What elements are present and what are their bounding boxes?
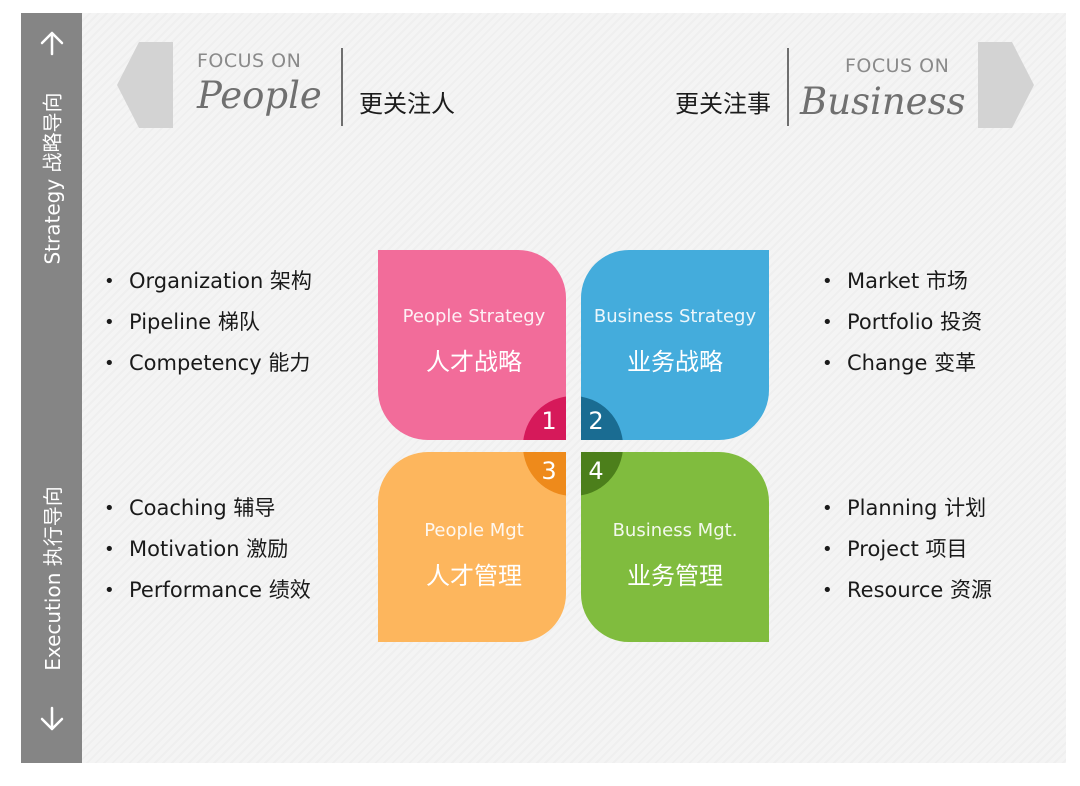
list-item: Portfolio 投资: [822, 302, 982, 343]
arrow-up-icon: [40, 31, 64, 56]
focus-people-cn: 更关注人: [359, 90, 455, 118]
focus-business: Business: [800, 80, 966, 123]
focus-on-right: FOCUS ON: [845, 55, 950, 77]
list-item: Coaching 辅导: [104, 488, 311, 529]
quadrant-3-cn: 人才管理: [426, 562, 522, 590]
list-top-left: Organization 架构 Pipeline 梯队 Competency 能…: [104, 261, 312, 384]
list-item: Pipeline 梯队: [104, 302, 312, 343]
list-item: Organization 架构: [104, 261, 312, 302]
quadrant-3-en: People Mgt: [424, 520, 524, 541]
quadrant-3-number: 3: [541, 457, 557, 485]
chevron-right-icon: [978, 42, 1034, 128]
chevron-left-icon: [117, 42, 173, 128]
list-top-right: Market 市场 Portfolio 投资 Change 变革: [822, 261, 982, 384]
list-item: Planning 计划: [822, 488, 992, 529]
quadrant-4-cn: 业务管理: [627, 562, 723, 590]
list-item: Change 变革: [822, 343, 982, 384]
focus-business-cn: 更关注事: [675, 90, 771, 118]
quadrant-4-number: 4: [588, 457, 604, 485]
quadrant-1-cn: 人才战略: [426, 348, 522, 376]
petal-people-strategy: [378, 250, 566, 440]
quadrant-2-number: 2: [588, 407, 604, 435]
focus-people: People: [197, 74, 322, 117]
divider-right: [787, 48, 789, 126]
divider-left: [341, 48, 343, 126]
quadrant-2-cn: 业务战略: [627, 348, 723, 376]
petal-business-strategy: [581, 250, 769, 440]
list-item: Motivation 激励: [104, 529, 311, 570]
petal-business-mgt: [581, 452, 769, 642]
quadrant-diagram: People Strategy 人才战略 Business Strategy 业…: [370, 245, 775, 647]
list-bottom-left: Coaching 辅导 Motivation 激励 Performance 绩效: [104, 488, 311, 611]
axis-sidebar: [21, 13, 82, 763]
list-item: Competency 能力: [104, 343, 312, 384]
quadrant-2-en: Business Strategy: [593, 306, 757, 327]
petal-people-mgt: [378, 452, 566, 642]
list-item: Resource 资源: [822, 570, 992, 611]
focus-on-left: FOCUS ON: [197, 50, 302, 72]
list-item: Market 市场: [822, 261, 982, 302]
quadrant-4-en: Business Mgt.: [612, 520, 738, 541]
list-item: Performance 绩效: [104, 570, 311, 611]
quadrant-1-number: 1: [541, 407, 557, 435]
list-bottom-right: Planning 计划 Project 项目 Resource 资源: [822, 488, 992, 611]
arrow-down-icon: [40, 706, 64, 731]
list-item: Project 项目: [822, 529, 992, 570]
quadrant-1-en: People Strategy: [402, 306, 546, 327]
